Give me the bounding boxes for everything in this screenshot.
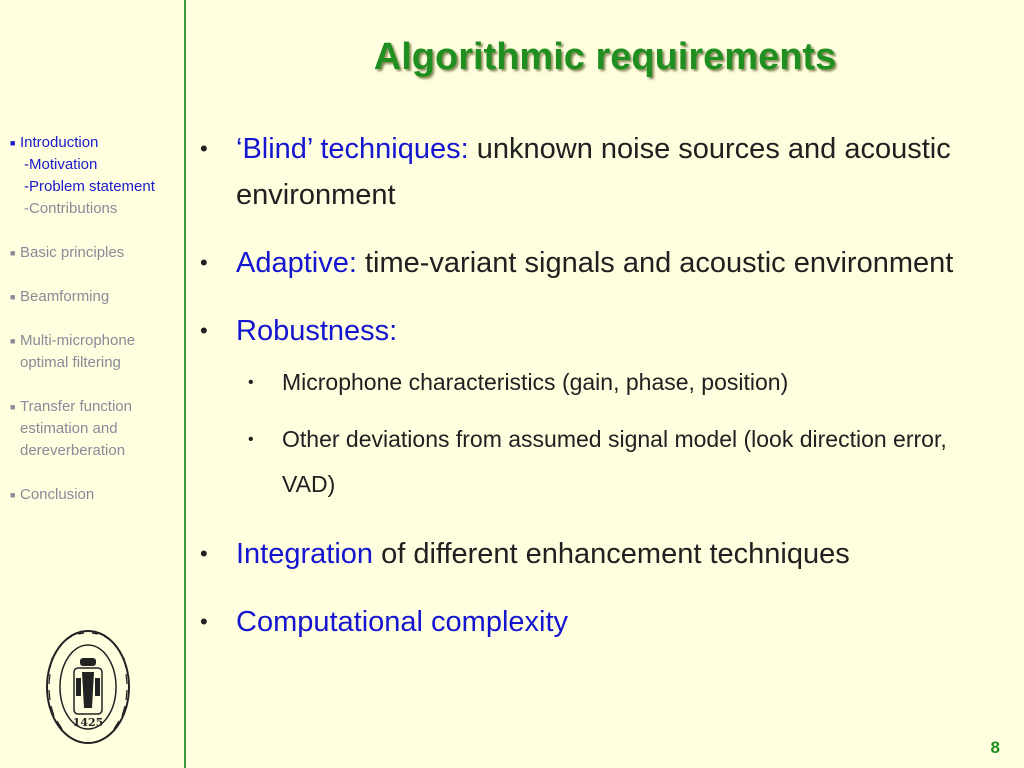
slide-content: • ‘Blind’ techniques: unknown noise sour… [200, 126, 1000, 667]
bullet-blind-techniques: • ‘Blind’ techniques: unknown noise sour… [200, 126, 1000, 218]
bullet-adaptive: • Adaptive: time-variant signals and aco… [200, 240, 1000, 286]
nav-group-introduction: ■ Introduction -Motivation -Problem stat… [10, 132, 185, 220]
nav-item-label: Transfer function [20, 398, 132, 415]
nav-item-basic-principles[interactable]: ■ Basic principles [10, 242, 185, 264]
nav-item-beamforming[interactable]: ■ Beamforming [10, 286, 185, 308]
bullet-dot-icon: • [200, 136, 208, 161]
nav-item-label: Multi-microphone [20, 332, 136, 349]
bullet-keyword: Computational complexity [236, 606, 569, 638]
square-bullet-icon: ■ [10, 248, 16, 258]
square-bullet-icon: ■ [10, 336, 16, 346]
university-seal-logo: 1425 [46, 630, 130, 744]
nav-item-label: Beamforming [20, 288, 110, 305]
bullet-keyword: ‘Blind’ techniques: [236, 133, 469, 165]
sub-bullet-other-deviations: • Other deviations from assumed signal m… [248, 417, 1000, 507]
sub-bullet-text: Other deviations from assumed signal mod… [282, 426, 947, 497]
nav-item-multi-microphone[interactable]: ■ Multi-microphone [10, 330, 185, 352]
sub-bullet-text: Microphone characteristics (gain, phase,… [282, 369, 789, 395]
section-nav: ■ Introduction -Motivation -Problem stat… [10, 132, 185, 528]
nav-group-beamforming: ■ Beamforming [10, 286, 185, 308]
bullet-computational-complexity: • Computational complexity [200, 599, 1000, 645]
bullet-dot-icon: • [200, 318, 208, 343]
slide-title: Algorithmic requirements [373, 36, 837, 78]
seal-year: 1425 [73, 716, 104, 729]
bullet-robustness: • Robustness: [200, 308, 1000, 354]
bullet-keyword: Integration [236, 538, 374, 570]
sidebar: ■ Introduction -Motivation -Problem stat… [0, 0, 186, 768]
nav-subitem-motivation[interactable]: -Motivation [24, 156, 98, 173]
bullet-text: unknown noise sources and acoustic envir… [236, 133, 951, 211]
nav-item-label: Introduction [20, 134, 99, 151]
bullet-keyword: Adaptive: [236, 247, 357, 279]
square-bullet-icon: ■ [10, 138, 16, 148]
nav-item-label-continued: dereverberation [20, 442, 126, 459]
bullet-keyword: Robustness: [236, 315, 398, 347]
bullet-text: of different enhancement techniques [373, 538, 850, 570]
page-number: 8 [990, 738, 1000, 757]
bullet-text: time-variant signals and acoustic enviro… [356, 247, 954, 279]
nav-group-transfer-function: ■ Transfer function estimation and derev… [10, 396, 185, 462]
nav-item-introduction[interactable]: ■ Introduction [10, 132, 185, 154]
nav-item-label-continued: estimation and [20, 420, 118, 437]
sub-bullet-microphone-characteristics: • Microphone characteristics (gain, phas… [248, 360, 1000, 405]
nav-group-multi-microphone: ■ Multi-microphone optimal filtering [10, 330, 185, 374]
bullet-dot-icon: • [248, 374, 254, 391]
bullet-dot-icon: • [200, 541, 208, 566]
nav-item-label: Basic principles [20, 244, 125, 261]
bullet-integration: • Integration of different enhancement t… [200, 531, 1000, 577]
nav-item-transfer-function[interactable]: ■ Transfer function [10, 396, 185, 418]
nav-item-conclusion[interactable]: ■ Conclusion [10, 484, 185, 506]
bullet-dot-icon: • [248, 431, 254, 448]
nav-item-label-continued: optimal filtering [20, 354, 121, 371]
nav-item-label: Conclusion [20, 486, 95, 503]
nav-subitem-problem-statement[interactable]: -Problem statement [24, 178, 155, 195]
nav-group-conclusion: ■ Conclusion [10, 484, 185, 506]
square-bullet-icon: ■ [10, 292, 16, 302]
nav-subitem-contributions[interactable]: -Contributions [24, 200, 118, 217]
square-bullet-icon: ■ [10, 402, 16, 412]
bullet-dot-icon: • [200, 250, 208, 275]
bullet-dot-icon: • [200, 609, 208, 634]
square-bullet-icon: ■ [10, 490, 16, 500]
nav-group-basic-principles: ■ Basic principles [10, 242, 185, 264]
